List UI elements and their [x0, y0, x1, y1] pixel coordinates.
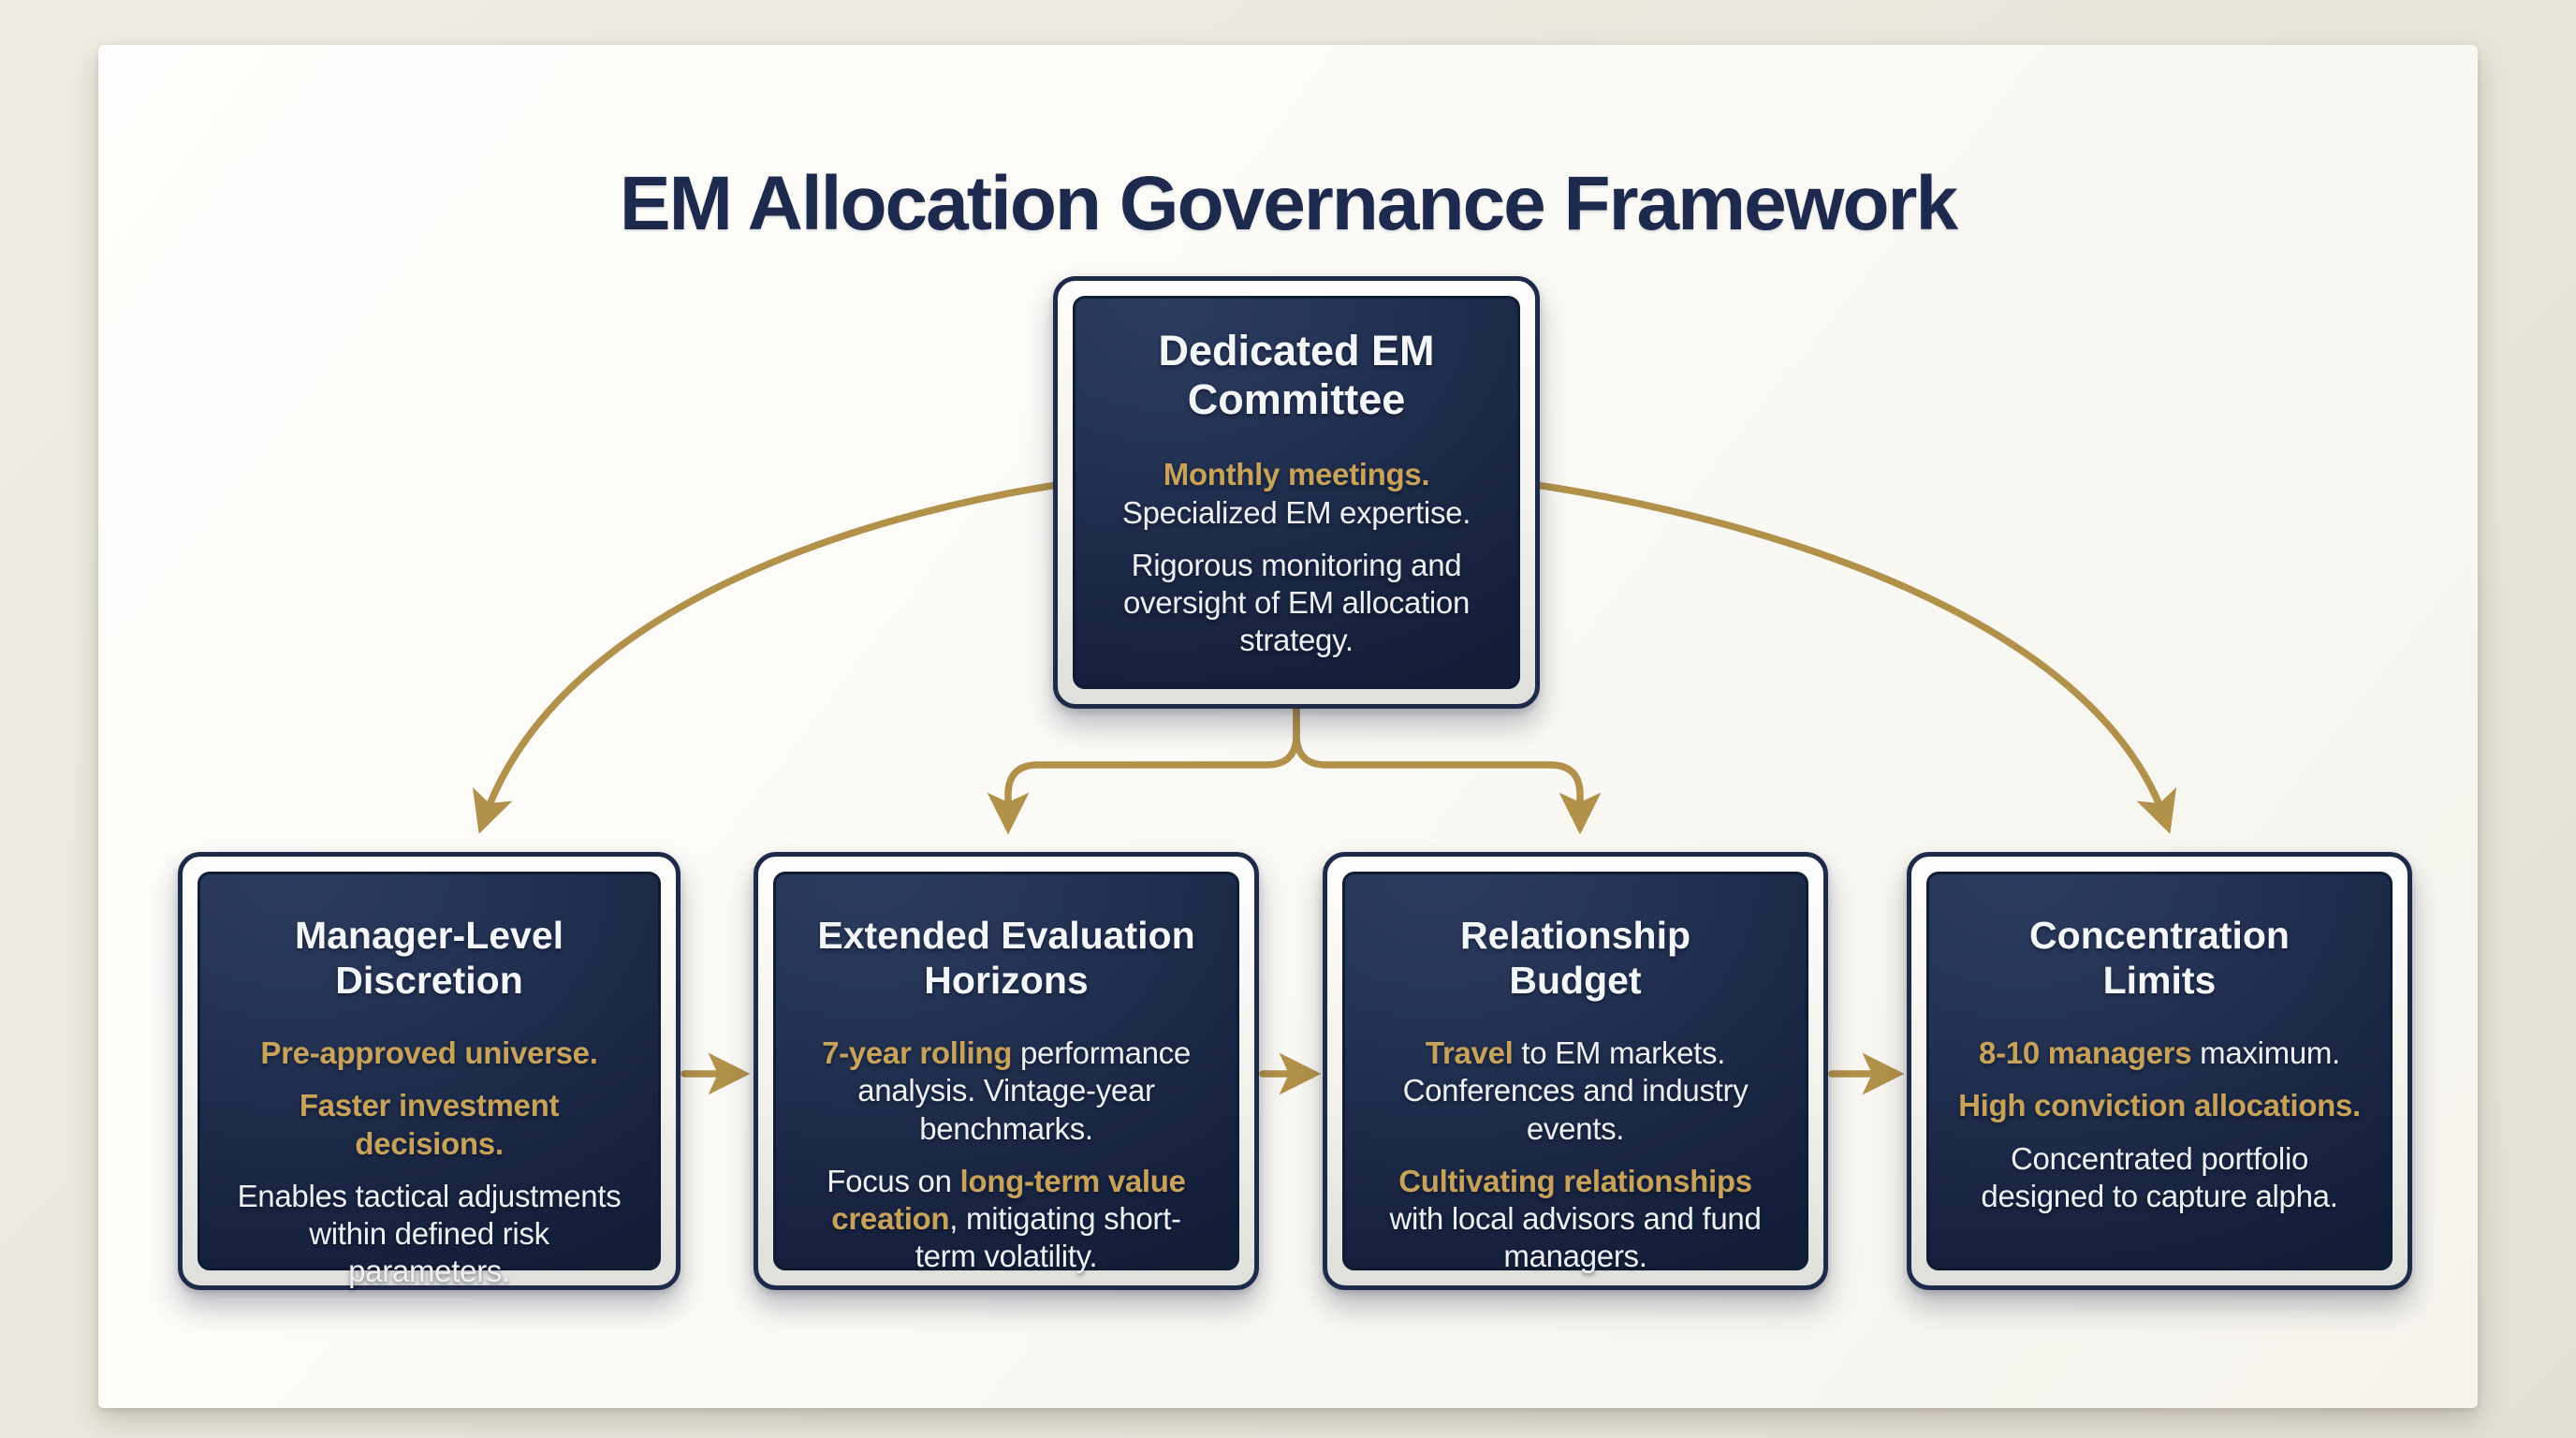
node-paragraph: Enables tactical adjustments within defi…	[227, 1178, 632, 1291]
text-segment: Rigorous monitoring and oversight of EM …	[1122, 547, 1471, 658]
text-segment: to EM markets. Conferences and industry …	[1402, 1035, 1749, 1146]
text-segment: Enables tactical adjustments within defi…	[237, 1178, 622, 1289]
node-paragraph: Concentrated portfolio designed to captu…	[1957, 1140, 2362, 1216]
text-segment: Pre-approved universe.	[260, 1035, 598, 1071]
text-segment: High conviction allocations.	[1958, 1088, 2361, 1123]
node-paragraph: Monthly meetings. Specialized EM experti…	[1104, 456, 1489, 532]
node-manager-level-discretion: Manager-Level Discretion Pre-approved un…	[178, 852, 681, 1290]
text-segment: Concentrated portfolio designed to captu…	[1981, 1140, 2338, 1213]
page-title: EM Allocation Governance Framework	[619, 160, 1958, 246]
elbow-committee-to-relationship-budget	[1293, 705, 1602, 835]
text-segment: Focus on	[827, 1163, 960, 1198]
text-segment: with local advisors and fund managers.	[1389, 1201, 1762, 1274]
node-concentration-limits: Concentration Limits 8-10 managers maxim…	[1907, 852, 2412, 1290]
node-panel: Relationship Budget Travel to EM markets…	[1342, 872, 1808, 1273]
node-paragraph: Pre-approved universe.	[227, 1034, 632, 1072]
node-body: 8-10 managers maximum. High conviction a…	[1957, 1034, 2362, 1215]
text-segment: 7-year rolling	[822, 1035, 1013, 1071]
node-panel: Dedicated EM Committee Monthly meetings.…	[1073, 296, 1520, 689]
node-panel: Extended Evaluation Horizons 7-year roll…	[773, 872, 1239, 1273]
text-segment: 8-10 managers	[1979, 1035, 2192, 1071]
text-segment: , mitigating short-term volatility.	[915, 1201, 1181, 1274]
text-segment: Travel	[1425, 1035, 1514, 1071]
text-segment: Faster investment decisions.	[299, 1088, 560, 1161]
node-paragraph: 7-year rolling performance analysis. Vin…	[804, 1034, 1208, 1148]
node-paragraph: High conviction allocations.	[1957, 1087, 2362, 1124]
text-segment: Specialized EM expertise.	[1121, 494, 1471, 530]
node-paragraph: Travel to EM markets. Conferences and in…	[1373, 1034, 1778, 1148]
arc-committee-to-manager-discretion	[472, 479, 1073, 834]
arc-committee-to-concentration-limits	[1520, 479, 2177, 834]
text-segment: Cultivating relationships	[1398, 1163, 1752, 1198]
node-paragraph: Rigorous monitoring and oversight of EM …	[1104, 547, 1489, 660]
node-title: Extended Evaluation Horizons	[817, 914, 1195, 1002]
text-segment: Monthly meetings.	[1163, 457, 1430, 492]
node-body: Monthly meetings. Specialized EM experti…	[1104, 456, 1489, 659]
text-segment: long-term value creation	[831, 1163, 1186, 1237]
node-body: Travel to EM markets. Conferences and in…	[1373, 1034, 1778, 1276]
text-segment: maximum.	[2191, 1035, 2340, 1071]
node-body: Pre-approved universe. Faster investment…	[227, 1034, 632, 1291]
text-segment: performance analysis. Vintage-year bench…	[857, 1035, 1191, 1146]
node-panel: Concentration Limits 8-10 managers maxim…	[1926, 872, 2393, 1270]
elbow-committee-to-evaluation-horizons	[987, 705, 1300, 835]
node-extended-evaluation-horizons: Extended Evaluation Horizons 7-year roll…	[754, 852, 1259, 1290]
node-title: Concentration Limits	[2029, 914, 2290, 1002]
node-relationship-budget: Relationship Budget Travel to EM markets…	[1323, 852, 1828, 1290]
node-title: Relationship Budget	[1459, 914, 1691, 1002]
node-panel: Manager-Level Discretion Pre-approved un…	[198, 872, 661, 1288]
node-dedicated-em-committee: Dedicated EM Committee Monthly meetings.…	[1053, 276, 1540, 709]
node-paragraph: Focus on long-term value creation, mitig…	[804, 1163, 1208, 1276]
node-paragraph: Faster investment decisions.	[227, 1087, 632, 1163]
node-paragraph: 8-10 managers maximum.	[1957, 1034, 2362, 1072]
node-paragraph: Cultivating relationships with local adv…	[1373, 1163, 1778, 1276]
node-title: Manager-Level Discretion	[294, 914, 564, 1002]
node-body: 7-year rolling performance analysis. Vin…	[804, 1034, 1208, 1276]
node-title: Dedicated EM Committee	[1158, 327, 1435, 424]
